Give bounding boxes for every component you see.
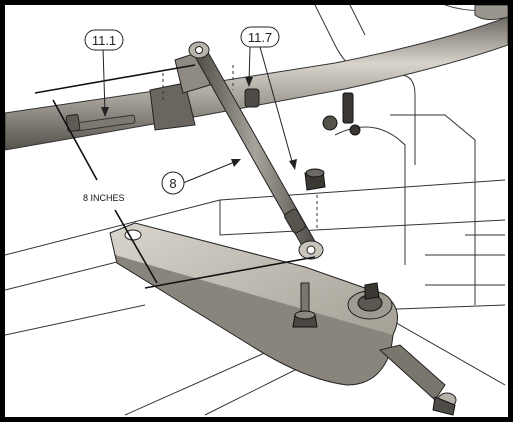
leader-arrowheads <box>101 77 297 170</box>
dimension-label: 8 INCHES <box>83 193 125 203</box>
callout-11-1: 11.1 <box>84 29 124 51</box>
callout-8-label: 8 <box>169 176 176 191</box>
plate-stud <box>292 282 318 328</box>
pivot-assembly <box>347 282 457 416</box>
tube-bolt <box>65 114 136 132</box>
dashed-guides <box>162 65 318 230</box>
callout-8: 8 <box>161 171 185 195</box>
callout-11-7: 11.7 <box>240 26 280 48</box>
linkage-diagram: 11.1 11.7 8 8 INCHES <box>5 5 508 416</box>
linkage-rod <box>188 41 324 260</box>
callout-11-7-label: 11.7 <box>248 30 272 45</box>
lever-plate <box>109 222 398 386</box>
upper-right-bracket <box>322 92 361 136</box>
callout-11-1-label: 11.1 <box>92 33 116 48</box>
spacer-parts <box>244 88 326 191</box>
dimension-lines <box>34 64 316 289</box>
